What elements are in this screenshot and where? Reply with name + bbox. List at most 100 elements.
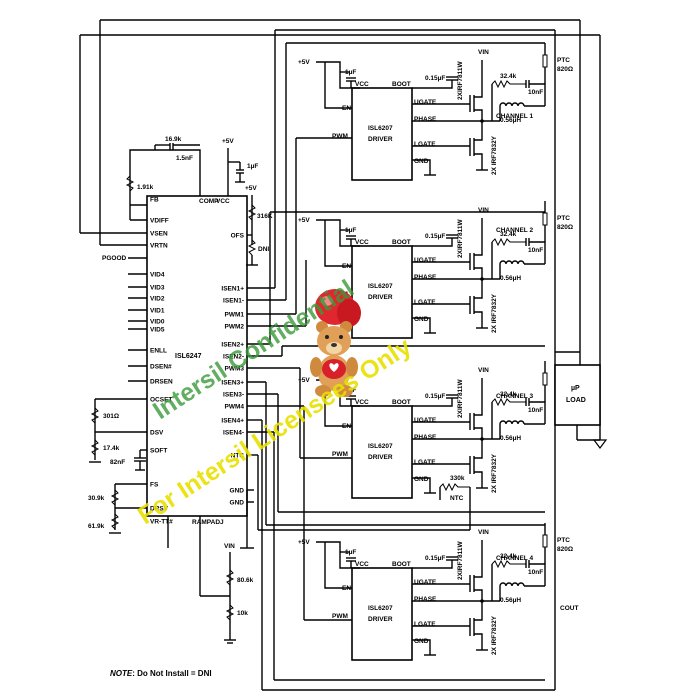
note-label: NOTE	[110, 669, 133, 678]
pin-left-12: DRSEN	[150, 379, 173, 386]
ntc-r-value: 330k	[450, 475, 465, 482]
driver-pin-pwm-3: PWM	[332, 451, 348, 458]
fet-vin-1: VIN	[478, 49, 489, 56]
pin-left-10: ENLL	[150, 348, 167, 355]
driver-pin-boot-4: BOOT	[392, 561, 411, 568]
c-sense-2: 10nF	[528, 247, 543, 254]
r-fb-value: 1.91k	[137, 184, 154, 191]
pin-left-3: VRTN	[150, 243, 168, 250]
ptc-label-1: PTC	[557, 57, 570, 64]
routing	[247, 29, 555, 691]
pin-left-17: DRSV	[150, 506, 169, 513]
fet-lo-3: 2X IRF7832Y	[491, 453, 498, 493]
driver-pin-boot-2: BOOT	[392, 239, 411, 246]
c-vcc-value: 1µF	[247, 163, 258, 170]
controller-name: ISL6247	[175, 353, 202, 360]
driver-pin-ugate-2: UGATE	[414, 257, 437, 264]
controller-body	[146, 195, 248, 517]
ptc-value-2: 820Ω	[557, 224, 573, 231]
ntc-sensor: 330k NTC	[439, 475, 471, 530]
driver-sub-3: DRIVER	[368, 454, 393, 461]
svg-text:NOTE: Do Not Install = DNI: NOTE: Do Not Install = DNI	[110, 669, 212, 678]
driver-pin-vcc-1: VCC	[355, 81, 369, 88]
r-sense-1: 32.4k	[500, 73, 517, 80]
driver-name-3: ISL6207	[368, 443, 393, 450]
fet-lo-2: 2X IRF7832Y	[491, 293, 498, 333]
ofs-network: +5V 316K DNI	[245, 185, 273, 266]
pin-right-1: ISEN1+	[221, 286, 244, 293]
pin-left-13: OCSET	[150, 397, 172, 404]
driver-box-4	[351, 567, 413, 661]
cout-label: COUT	[560, 605, 578, 612]
driver-box-2	[351, 245, 413, 339]
driver-name-2: ISL6207	[368, 283, 393, 290]
pin-left-5: VID3	[150, 285, 165, 292]
ramp-vin-label: VIN	[224, 543, 235, 550]
controller-plus5v: +5V	[222, 138, 234, 145]
c-boot-1: 0.15µF	[425, 75, 445, 82]
compensation-network: 16.9k 1.5nF 1.91k	[125, 136, 201, 221]
channel-label-2: CHANNEL 2	[496, 227, 533, 234]
r-ocset-value: 301Ω	[103, 413, 119, 420]
r-sense-2: 32.4k	[500, 231, 517, 238]
pin-right-12: ISEN4-	[223, 430, 244, 437]
inductor-1: 0.56µH	[500, 117, 521, 124]
driver-sub-2: DRIVER	[368, 294, 393, 301]
load-box	[554, 364, 601, 426]
pin-right-2: ISEN1-	[223, 298, 244, 305]
fet-hi-3: 2XIRF7811W	[457, 378, 464, 418]
teddy-bear-logo	[310, 289, 361, 397]
pin-left-4: VID4	[150, 272, 165, 279]
c-boot-4: 0.15µF	[425, 555, 445, 562]
driver-pin-boot-3: BOOT	[392, 399, 411, 406]
driver-pin-phase-3: PHASE	[414, 434, 437, 441]
driver-pin-phase-4: PHASE	[414, 596, 437, 603]
pin-right-10: PWM4	[225, 404, 245, 411]
pin-left-8: VID0	[150, 319, 165, 326]
fet-hi-1: 2XIRF7811W	[457, 60, 464, 100]
plus5v-3: +5V	[298, 377, 310, 384]
pgood-label: PGOOD	[102, 255, 127, 262]
c-sense-1: 10nF	[528, 89, 543, 96]
driver-pin-lgate-2: LGATE	[414, 299, 436, 306]
c-vcc-1: 1µF	[345, 69, 356, 76]
pin-right-5: ISEN2+	[221, 342, 244, 349]
fet-vin-2: VIN	[478, 207, 489, 214]
pin-right-7: PWM3	[225, 366, 245, 373]
ptc-value-1: 820Ω	[557, 66, 573, 73]
pin-right-8: ISEN3+	[221, 380, 244, 387]
c-sense-3: 10nF	[528, 407, 543, 414]
controller-right-pins: OFSISEN1+ISEN1-PWM1PWM2ISEN2+ISEN2-PWM3I…	[221, 233, 244, 507]
pin-vcc: VCC	[216, 198, 230, 205]
c-soft-value: 82nF	[110, 459, 125, 466]
driver-sub-1: DRIVER	[368, 136, 393, 143]
c-sense-4: 10nF	[528, 569, 543, 576]
driver-pin-gnd-1: GND	[414, 158, 429, 165]
ofs-plus5v: +5V	[245, 185, 257, 192]
driver-pin-vcc-3: VCC	[355, 399, 369, 406]
fet-lo-4: 2X IRF7832Y	[491, 615, 498, 655]
driver-pin-phase-1: PHASE	[414, 116, 437, 123]
pin-right-11: ISEN4+	[221, 418, 244, 425]
plus5v-1: +5V	[298, 59, 310, 66]
pin-right-3: PWM1	[225, 312, 245, 319]
pin-right-13: NTC	[231, 453, 245, 460]
driver-pin-vcc-4: VCC	[355, 561, 369, 568]
load-line2: LOAD	[566, 397, 586, 404]
driver-box-1	[351, 87, 413, 181]
controller-isl6247: ISL6247 FBVDIFFVSENVRTNVID4VID3VID2VID1V…	[146, 195, 248, 526]
fet-vin-4: VIN	[478, 529, 489, 536]
c-boot-2: 0.15µF	[425, 233, 445, 240]
driver-pin-pwm-1: PWM	[332, 133, 348, 140]
ntc-label: NTC	[450, 495, 464, 502]
ptc-value-4: 820Ω	[557, 546, 573, 553]
driver-pin-gnd-3: GND	[414, 476, 429, 483]
pin-right-0: OFS	[231, 233, 245, 240]
r-sense-4: 32.4k	[500, 553, 517, 560]
pin-left-11: DSEN#	[150, 364, 172, 371]
c-vcc-2: 1µF	[345, 227, 356, 234]
fet-lo-1: 2X IRF7832Y	[491, 135, 498, 175]
vcc-decoupling: +5V 1µF	[222, 138, 258, 196]
